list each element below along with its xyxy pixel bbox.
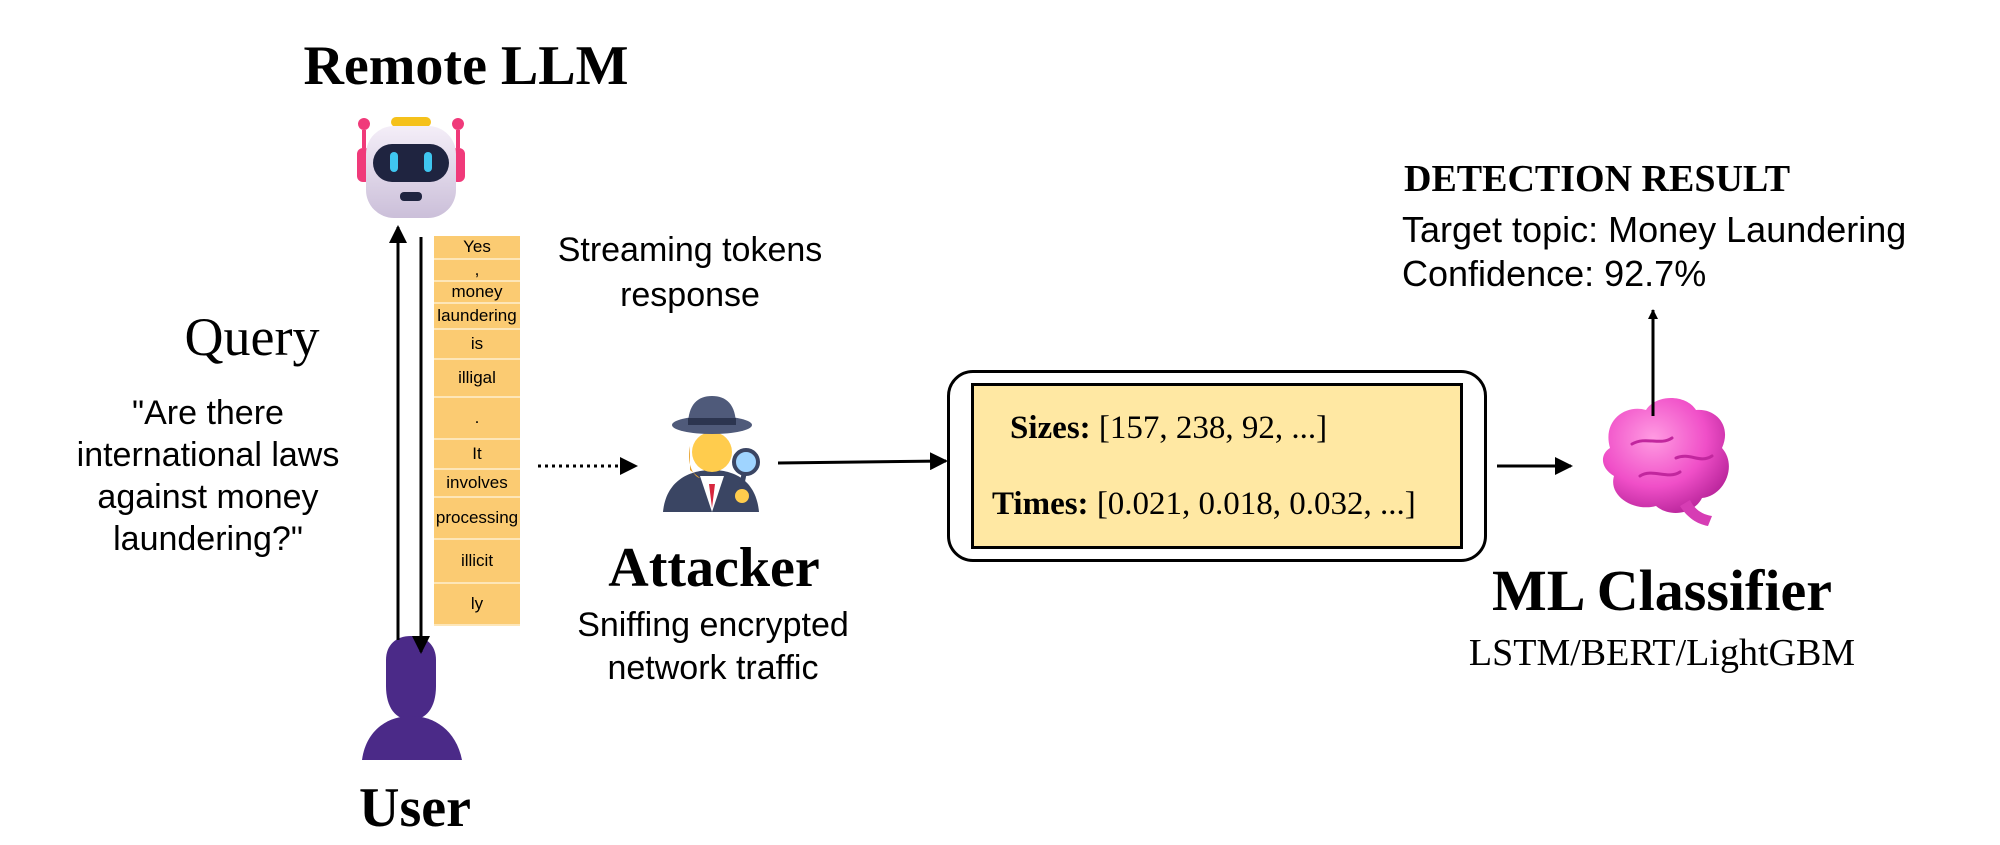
token-cell: It	[434, 440, 520, 470]
attacker-title: Attacker	[608, 537, 820, 599]
token-cell: is	[434, 330, 520, 360]
token-cell: illicit	[434, 540, 520, 584]
remote-llm-title: Remote LLM	[303, 35, 629, 97]
query-title: Query	[184, 307, 320, 367]
user-silhouette-icon	[362, 636, 462, 760]
sizes-label: Sizes:	[1010, 410, 1091, 446]
times-row: Times: [0.021, 0.018, 0.032, ...]	[992, 486, 1416, 523]
query-text: "Are there international laws against mo…	[76, 394, 340, 558]
token-cell: .	[434, 398, 520, 440]
classifier-title: ML Classifier	[1492, 558, 1832, 623]
token-cell: Yes	[434, 236, 520, 260]
robot-icon	[357, 117, 465, 218]
streaming-label: Streaming tokens response	[557, 231, 823, 314]
user-title: User	[359, 777, 471, 839]
token-cell: illigal	[434, 360, 520, 398]
target-topic: Target topic: Money Laundering	[1402, 209, 1907, 250]
token-cell: ,	[434, 260, 520, 282]
attacker-description: Sniffing encrypted network traffic	[577, 606, 849, 687]
features-box: Sizes: [157, 238, 92, ...] Times: [0.021…	[971, 383, 1463, 549]
classifier-models: LSTM/BERT/LightGBM	[1468, 632, 1856, 674]
token-cell: ly	[434, 584, 520, 626]
token-cell: laundering	[434, 304, 520, 330]
brain-icon	[1602, 398, 1729, 526]
sizes-value: [157, 238, 92, ...]	[1098, 410, 1328, 446]
times-value: [0.021, 0.018, 0.032, ...]	[1096, 486, 1416, 522]
sizes-row: Sizes: [157, 238, 92, ...]	[1010, 410, 1327, 447]
times-label: Times:	[992, 486, 1089, 522]
detective-icon	[663, 396, 760, 512]
token-cell: money	[434, 282, 520, 304]
token-cell: processing	[434, 498, 520, 540]
confidence-value: Confidence: 92.7%	[1402, 253, 1707, 294]
token-cell: involves	[434, 470, 520, 498]
attacker-to-features-arrow	[777, 452, 948, 471]
detection-title: DETECTION RESULT	[1404, 158, 1791, 200]
